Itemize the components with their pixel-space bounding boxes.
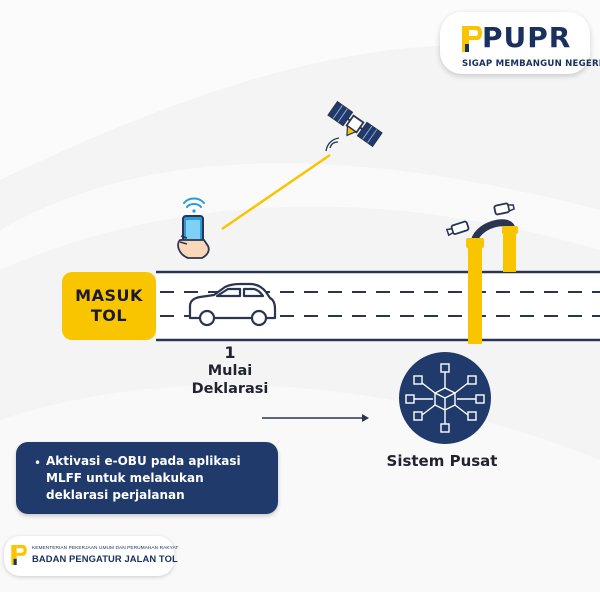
info-line: Aktivasi e-OBU pada aplikasi [46,454,241,468]
smartphone-wifi-icon [177,197,210,259]
entry-toll-box: MASUK TOL [62,272,156,340]
network-cube-icon [399,352,491,444]
pupr-emblem-icon [462,26,482,52]
central-system-label: Sistem Pusat [386,452,498,470]
info-box: • Aktivasi e-OBU pada aplikasi MLFF untu… [16,442,278,514]
entry-line-1: MASUK [75,286,143,305]
pupr-logo-card: PUPR SIGAP MEMBANGUN NEGERI [440,12,600,74]
car-icon [188,282,277,327]
satellite-icon [327,100,383,148]
entry-line-2: TOL [90,306,128,325]
bullet: • [34,456,42,470]
step-label-line-1: Mulai [207,363,253,379]
step-label-line-2: Deklarasi [191,381,269,397]
toll-gantry-camera-icon [445,202,518,344]
step-number: 1 [224,343,236,362]
pupr-emblem-icon [11,545,27,565]
agency-name: BADAN PENGATUR JALAN TOL [32,553,178,564]
ministry-name: KEMENTERIAN PEKERJAAN UMUM DAN PERUMAHAN… [32,546,179,551]
brand-name: PUPR [482,21,572,54]
bpjt-logo-card: KEMENTERIAN PEKERJAAN UMUM DAN PERUMAHAN… [4,536,178,576]
flow-arrow [262,414,369,422]
brand-tagline: SIGAP MEMBANGUN NEGERI [462,59,600,69]
signal-line [221,153,331,231]
info-line: deklarasi perjalanan [46,488,185,502]
step-label: Mulai Deklarasi [180,362,280,398]
info-line: MLFF untuk melakukan [46,471,204,485]
